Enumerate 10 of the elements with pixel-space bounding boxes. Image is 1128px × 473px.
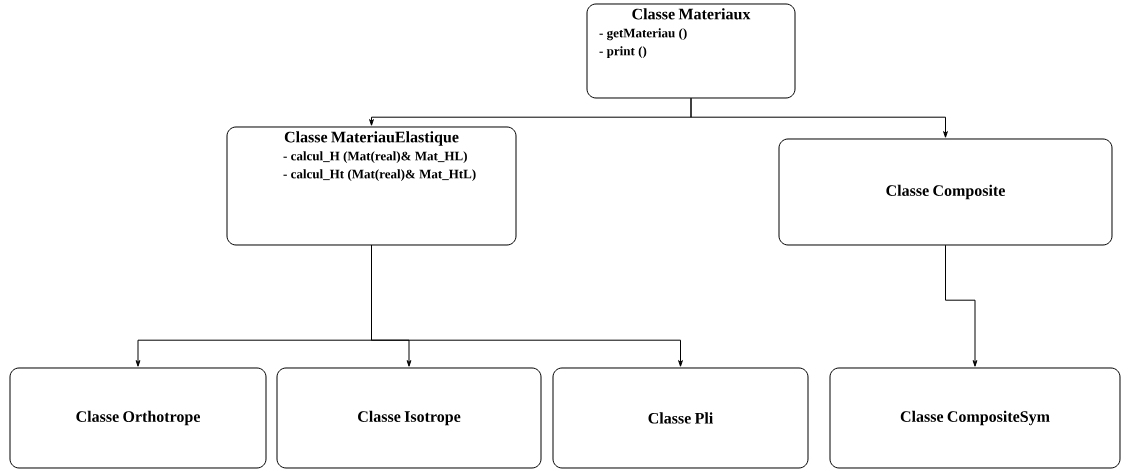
arrow [690, 97, 948, 138]
class-box: Classe Orthotrope [9, 367, 267, 469]
class-box: Classe Materiaux - getMateriau () - print () [586, 3, 796, 99]
class-box: Classe Isotrope [276, 367, 542, 469]
class-box: Classe Composite [778, 138, 1113, 246]
class-box: Classe Pli [552, 367, 809, 469]
arrow [371, 244, 683, 367]
class-box: Classe MateriauElastique - calcul_H (Mat(real)& Mat_HL) - calcul_Ht (Mat(real)& Mat_HtL) [226, 126, 517, 246]
arrow [945, 244, 978, 367]
class-box: Classe CompositeSym [829, 367, 1121, 469]
